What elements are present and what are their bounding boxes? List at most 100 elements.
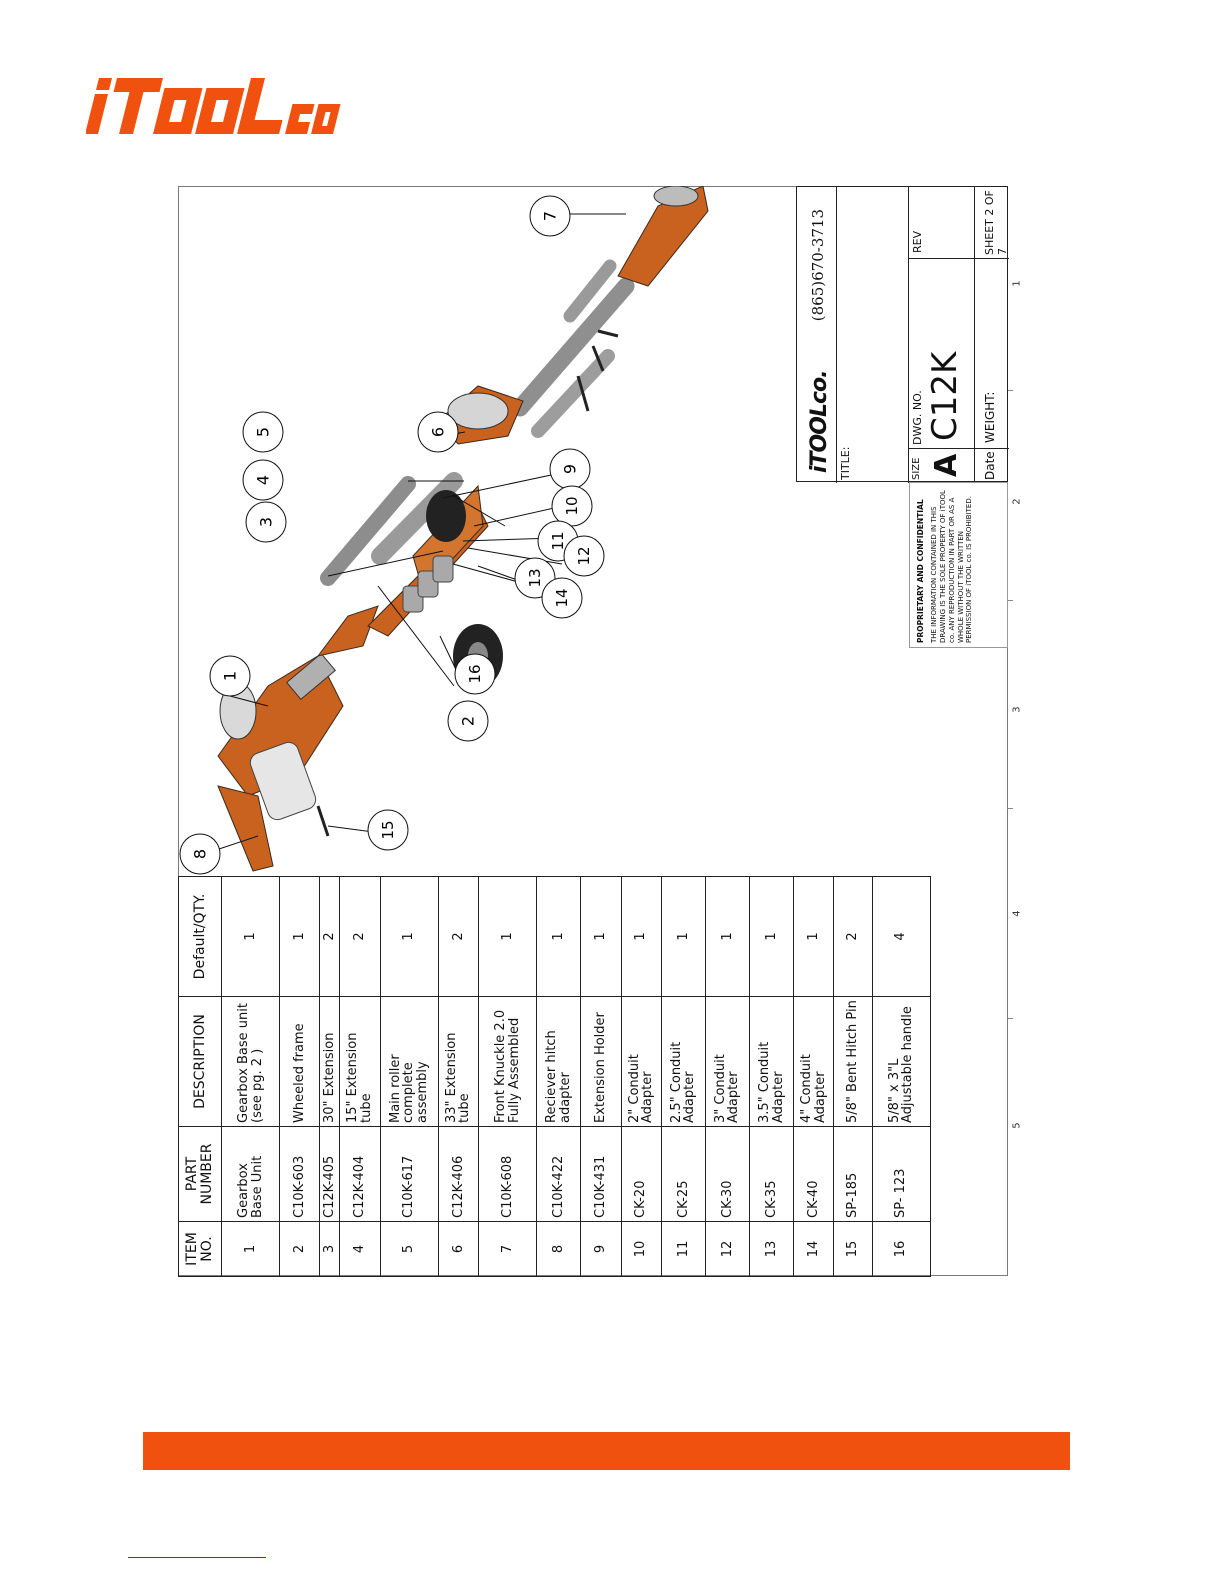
svg-text:16: 16 [466, 664, 484, 683]
cell-part: CK-40 [793, 1126, 834, 1222]
cell-qty: 1 [580, 876, 622, 997]
cell-qty: 2 [438, 876, 479, 997]
cell-item: 14 [793, 1221, 834, 1277]
cell-part: C12K-404 [339, 1126, 381, 1222]
svg-text:3: 3 [257, 517, 276, 527]
size-value: A [929, 453, 964, 477]
cell-item: 13 [749, 1221, 794, 1277]
cell-part: C12K-405 [319, 1126, 340, 1222]
title-block: iTOOLco. (865)670-3713 TITLE: SIZE A DWG… [796, 186, 1009, 483]
svg-text:9: 9 [561, 464, 580, 474]
cell-part: C12K-406 [438, 1126, 479, 1222]
cell-qty: 1 [279, 876, 320, 997]
cell-desc: Gearbox Base unit (see pg. 2 ) [221, 996, 280, 1127]
cell-item: 11 [661, 1221, 706, 1277]
cell-desc: 4" Conduit Adapter [793, 996, 834, 1127]
weight-label: WEIGHT: [983, 391, 997, 443]
cell-desc: 2.5" Conduit Adapter [661, 996, 706, 1127]
zone-label: 4 [1011, 910, 1023, 917]
size-dwg-row: SIZE A DWG. NO. C12K REV [909, 187, 975, 483]
svg-text:12: 12 [575, 546, 593, 565]
zone-label: 3 [1011, 706, 1023, 713]
drawing-sheet-border [178, 186, 1008, 1276]
dwg-no-label: DWG. NO. [911, 390, 924, 445]
col-qty: Default/QTY. [178, 876, 222, 997]
zone-tick [1007, 390, 1013, 391]
dwg-no-value: C12K [925, 351, 965, 441]
phone-number: (865)670-3713 [809, 209, 827, 322]
cell-desc: 30" Extension [319, 996, 340, 1127]
zone-tick [1007, 1018, 1013, 1019]
cell-part: C10K-617 [380, 1126, 439, 1222]
wheeled-frame [367, 484, 503, 688]
balloon: 5 [242, 411, 284, 453]
cell-desc: Wheeled frame [279, 996, 320, 1127]
cell-qty: 1 [749, 876, 794, 997]
gearbox-base-unit [217, 605, 379, 872]
cell-qty: 1 [380, 876, 439, 997]
col-item-no: ITEM NO. [178, 1221, 222, 1277]
svg-text:7: 7 [541, 211, 560, 221]
balloon: 2 [447, 700, 489, 742]
size-label: SIZE [911, 457, 922, 480]
cell-desc: 3" Conduit Adapter [705, 996, 750, 1127]
cell-item: 16 [872, 1221, 931, 1277]
cell-part: Gearbox Base Unit [221, 1126, 280, 1222]
proprietary-notice: PROPRIETARY AND CONFIDENTIAL THE INFORMA… [909, 482, 1008, 648]
cell-item: 7 [478, 1221, 537, 1277]
cell-desc: 15" Extension tube [339, 996, 381, 1127]
extension-tubes [320, 259, 635, 586]
title-row: TITLE: [837, 187, 909, 483]
col-description: DESCRIPTION [178, 996, 222, 1127]
balloon: 10 [551, 485, 593, 527]
cell-qty: 1 [536, 876, 581, 997]
svg-text:11: 11 [549, 531, 567, 550]
svg-text:1: 1 [221, 671, 240, 681]
cell-part: SP-185 [833, 1126, 873, 1222]
zone-tick [1007, 600, 1013, 601]
cell-part: SP- 123 [872, 1126, 931, 1222]
cell-item: 6 [438, 1221, 479, 1277]
proprietary-body: THE INFORMATION CONTAINED IN THIS DRAWIN… [930, 490, 974, 643]
cell-item: 10 [621, 1221, 662, 1277]
balloon: 14 [541, 577, 583, 619]
svg-text:10: 10 [563, 496, 581, 515]
balloon: 9 [549, 448, 591, 490]
cell-item: 1 [221, 1221, 280, 1277]
svg-text:15: 15 [379, 820, 397, 839]
cell-desc: 5/8" Bent Hitch Pin [833, 996, 873, 1127]
cell-desc: 33" Extension tube [438, 996, 479, 1127]
cell-qty: 1 [661, 876, 706, 997]
cell-desc: 2" Conduit Adapter [621, 996, 662, 1127]
zone-label: 1 [1011, 280, 1023, 287]
cell-qty: 4 [872, 876, 931, 997]
cell-qty: 1 [621, 876, 662, 997]
cell-desc: Reciever hitch adapter [536, 996, 581, 1127]
cell-part: C10K-431 [580, 1126, 622, 1222]
zone-label: 5 [1011, 1122, 1023, 1129]
cell-item: 2 [279, 1221, 320, 1277]
cell-desc: Main roller complete assembly [380, 996, 439, 1127]
exploded-assembly-drawing: 1 2 3 4 5 7 8 9 10 11 12 13 14 15 16 6 [179, 186, 709, 875]
cell-item: 4 [339, 1221, 381, 1277]
cell-item: 12 [705, 1221, 750, 1277]
balloon: 3 [245, 501, 287, 543]
balloon: 16 [454, 653, 496, 695]
cell-item: 9 [580, 1221, 622, 1277]
cell-qty: 1 [793, 876, 834, 997]
parts-list-table: ITEM NO. PART NUMBER DESCRIPTION Default… [178, 876, 931, 1277]
svg-text:2: 2 [459, 716, 478, 726]
